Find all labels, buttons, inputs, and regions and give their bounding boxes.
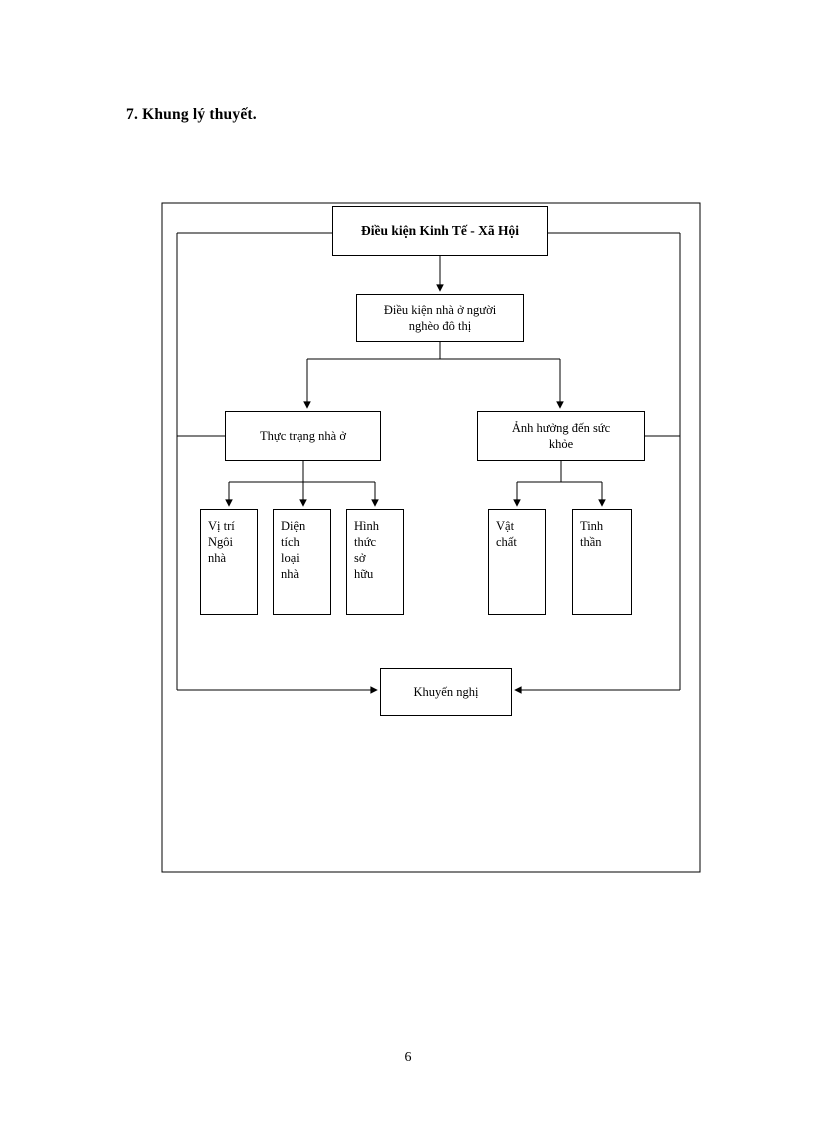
node-label: Vị trí Ngôi nhà	[208, 519, 235, 565]
node-health-impact[interactable]: Ảnh hưởng đến sức khỏe	[477, 411, 645, 461]
node-socio-economic-conditions[interactable]: Điều kiện Kinh Tế - Xã Hội	[332, 206, 548, 256]
node-label: Hình thức sở hữu	[354, 519, 379, 581]
node-recommendation[interactable]: Khuyến nghị	[380, 668, 512, 716]
node-house-location[interactable]: Vị trí Ngôi nhà	[200, 509, 258, 615]
node-urban-poor-housing-conditions[interactable]: Điều kiện nhà ở người nghèo đô thị	[356, 294, 524, 342]
node-label: Khuyến nghị	[413, 685, 479, 699]
node-mental[interactable]: Tinh thần	[572, 509, 632, 615]
node-label: Ảnh hưởng đến sức khỏe	[511, 421, 611, 451]
page-title: 7. Khung lý thuyết.	[126, 106, 257, 123]
node-label: Diện tích loại nhà	[281, 519, 306, 581]
page-number: 6	[404, 1050, 412, 1065]
node-housing-situation[interactable]: Thực trạng nhà ở	[225, 411, 381, 461]
node-label: Vật chất	[496, 519, 517, 549]
node-physical[interactable]: Vật chất	[488, 509, 546, 615]
node-ownership-form[interactable]: Hình thức sở hữu	[346, 509, 404, 615]
node-label: Điều kiện nhà ở người nghèo đô thị	[383, 303, 497, 333]
node-label: Tinh thần	[580, 519, 604, 549]
node-label: Thực trạng nhà ở	[260, 429, 346, 443]
node-label: Điều kiện Kinh Tế - Xã Hội	[360, 223, 520, 239]
node-area-house-type[interactable]: Diện tích loại nhà	[273, 509, 331, 615]
outer-frame	[161, 202, 701, 873]
